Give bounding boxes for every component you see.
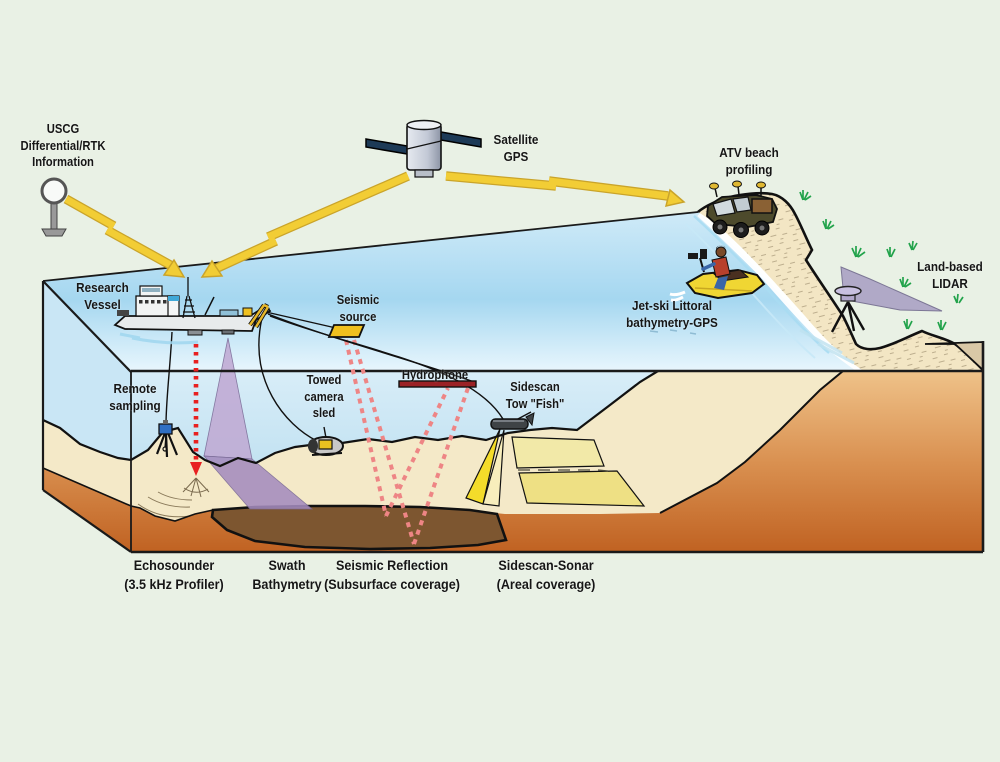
sidescan-fish-icon bbox=[490, 412, 535, 430]
cable-sidescan bbox=[269, 315, 504, 420]
cable-seismic-source bbox=[265, 311, 337, 329]
wave-marks bbox=[649, 329, 697, 335]
tow-cables bbox=[165, 311, 532, 442]
water-left-face bbox=[43, 281, 131, 460]
pockmark-sketch bbox=[182, 477, 210, 498]
block-frame bbox=[41, 280, 985, 554]
grass-icon bbox=[799, 190, 964, 331]
satellite-icon bbox=[365, 119, 482, 178]
lidar-tripod-icon bbox=[830, 285, 866, 333]
signal-arrows bbox=[63, 171, 686, 278]
sidescan-footprint bbox=[511, 436, 646, 507]
seafloor-slope-cut-line bbox=[659, 370, 844, 514]
sediment-cut-face bbox=[43, 371, 983, 552]
cable-camera-sled bbox=[258, 317, 318, 442]
arrow-uscg-to-vessel bbox=[63, 194, 186, 278]
remote-sampling-tripod-icon bbox=[155, 420, 179, 458]
seismic-source-icon bbox=[327, 324, 366, 338]
sidescan-beams bbox=[465, 428, 505, 507]
echosounder-beam bbox=[190, 344, 202, 476]
seafloor bbox=[43, 371, 843, 521]
swath-beam bbox=[203, 337, 314, 510]
arrow-satellite-to-shore bbox=[445, 171, 686, 207]
arrow-satellite-to-vessel bbox=[200, 171, 410, 278]
seismic-rays bbox=[344, 339, 470, 545]
gps-beacon-icon bbox=[40, 177, 68, 237]
camera-sled-icon bbox=[308, 436, 344, 456]
atv-icon bbox=[706, 180, 778, 238]
beach-outline bbox=[697, 191, 984, 371]
block-back-edge bbox=[42, 211, 699, 282]
jetski-icon bbox=[669, 245, 766, 302]
hydrophone-icon bbox=[398, 380, 477, 388]
subsurface-basin bbox=[210, 504, 508, 551]
research-vessel-icon bbox=[113, 277, 272, 345]
